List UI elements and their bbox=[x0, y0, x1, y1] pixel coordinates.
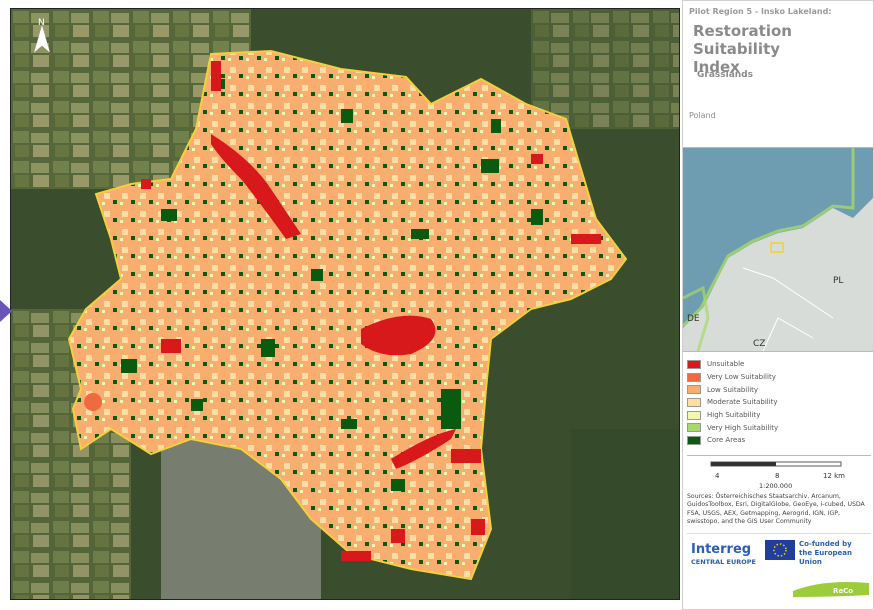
pilot-region-label: Pilot Region 5 - Insko Lakeland: bbox=[689, 7, 832, 16]
legend-label: Very Low Suitability bbox=[707, 373, 776, 382]
inset-label-de: DE bbox=[687, 314, 700, 324]
legend-swatch bbox=[687, 397, 701, 407]
country-label: Poland bbox=[689, 111, 716, 120]
reco-logo: ReCo bbox=[793, 582, 869, 597]
legend-item: Low Suitability bbox=[687, 383, 871, 396]
arrow-marker-icon bbox=[0, 300, 12, 322]
map-frame[interactable]: N bbox=[10, 8, 680, 600]
legend-item: Unsuitable bbox=[687, 358, 871, 371]
legend-label: Unsuitable bbox=[707, 360, 745, 369]
map-title: Restoration Suitability Index bbox=[693, 22, 792, 76]
svg-text:ReCo: ReCo bbox=[833, 587, 853, 595]
inset-extent-box bbox=[770, 242, 784, 253]
legend-label: High Suitability bbox=[707, 411, 761, 420]
map-canvas: N bbox=[11, 9, 679, 599]
legend-swatch bbox=[687, 423, 701, 433]
interreg-logo: Interreg bbox=[691, 542, 752, 557]
legend-item: Moderate Suitability bbox=[687, 396, 871, 409]
scale-bar: 4 8 12 km 1:200.000 bbox=[687, 455, 871, 494]
legend-label: Core Areas bbox=[707, 436, 746, 445]
legend-label: Very High Suitability bbox=[707, 423, 779, 432]
legend-swatch bbox=[687, 385, 701, 395]
inset-label-pl: PL bbox=[833, 276, 843, 286]
legend-swatch bbox=[687, 372, 701, 382]
legend-swatch bbox=[687, 410, 701, 420]
core-areas bbox=[121, 79, 543, 491]
scale-tick-4: 4 bbox=[715, 472, 720, 480]
svg-text:N: N bbox=[38, 18, 45, 28]
map-subtitle: Grasslands bbox=[697, 70, 753, 80]
unsuitable-areas bbox=[141, 61, 601, 561]
interreg-subtitle: CENTRAL EUROPE bbox=[691, 558, 756, 566]
scale-tick-8: 8 bbox=[775, 472, 779, 480]
legend-item: Core Areas bbox=[687, 434, 871, 447]
map-legend-panel: Pilot Region 5 - Insko Lakeland: Restora… bbox=[682, 0, 874, 610]
funding-logos: Interreg CENTRAL EUROPE Co-funded by the… bbox=[687, 533, 871, 572]
legend-item: High Suitability bbox=[687, 409, 871, 422]
very-low-suitability-spot bbox=[84, 393, 102, 411]
north-arrow-icon: N bbox=[34, 18, 50, 53]
legend-swatch bbox=[687, 359, 701, 369]
inset-locator-map: PL DE CZ bbox=[683, 147, 873, 352]
scale-tick-12: 12 km bbox=[823, 472, 845, 480]
scale-ratio: 1:200.000 bbox=[759, 482, 792, 490]
sources-credit: Sources: Österreichisches Staatsarchiv, … bbox=[687, 493, 865, 525]
cofunded-text: Co-funded by the European Union bbox=[799, 540, 853, 566]
legend-label: Moderate Suitability bbox=[707, 398, 778, 407]
eu-flag-icon bbox=[765, 540, 795, 560]
inset-label-cz: CZ bbox=[753, 339, 765, 349]
legend-item: Very High Suitability bbox=[687, 421, 871, 434]
legend-swatch bbox=[687, 435, 701, 445]
study-area-region[interactable] bbox=[67, 49, 628, 581]
legend-item: Very Low Suitability bbox=[687, 371, 871, 384]
legend-label: Low Suitability bbox=[707, 385, 759, 394]
